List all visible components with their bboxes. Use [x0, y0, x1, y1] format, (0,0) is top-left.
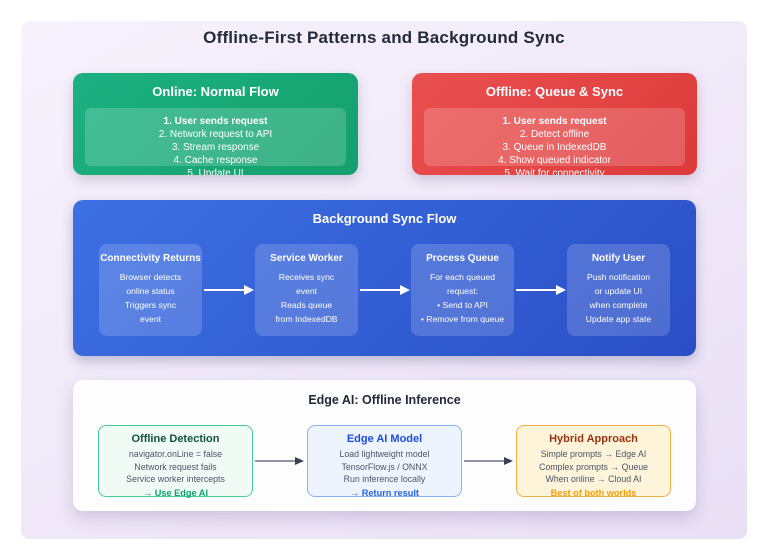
online-step: 3. Stream response	[171, 142, 260, 153]
offline-step: 3. Queue in IndexedDB	[502, 142, 607, 153]
stage-line: Reads queue	[280, 300, 333, 310]
edge-line: Complex prompts → Queue	[538, 461, 649, 472]
right-arrow-icon	[515, 285, 566, 295]
offline-queue-sync-card: Offline: Queue & Sync 1. User sends requ…	[412, 73, 697, 175]
edge-ai-card: Edge AI: Offline Inference Offline Detec…	[73, 380, 696, 511]
sync-flow-title: Background Sync Flow	[312, 211, 457, 226]
edge-ai-title: Edge AI: Offline Inference	[308, 393, 461, 407]
stage-line: or update UI	[594, 286, 643, 296]
edge-box-title: Offline Detection	[131, 433, 220, 445]
stage-title: Notify User	[591, 253, 646, 264]
online-step: 4. Cache response	[173, 155, 258, 166]
edge-line: Simple prompts → Edge AI	[540, 449, 647, 459]
stage-line: • Remove from queue	[420, 314, 505, 324]
stage-service-worker: Service Worker Receives sync event Reads…	[255, 244, 358, 336]
edge-line: Service worker intercepts	[126, 474, 225, 484]
stage-title: Service Worker	[270, 253, 343, 264]
edge-box-title: Hybrid Approach	[549, 433, 638, 445]
offline-step: 4. Show queued indicator	[498, 155, 611, 166]
stage-line: when complete	[589, 300, 648, 310]
edge-highlight: → Return result	[350, 487, 419, 498]
online-step: 1. User sends request	[163, 116, 268, 127]
background-sync-flow-card: Background Sync Flow Connectivity Return…	[73, 200, 696, 356]
stage-process-queue: Process Queue For each queued request: •…	[411, 244, 514, 336]
stage-title: Connectivity Returns	[100, 253, 201, 264]
edge-arrow-slot	[462, 456, 516, 466]
stage-line: Triggers sync	[124, 300, 177, 310]
right-arrow-icon	[464, 457, 513, 465]
edge-box-offline-detection: Offline Detection navigator.onLine = fal…	[98, 425, 253, 498]
stage-line: request:	[446, 286, 479, 296]
edge-line: Network request fails	[134, 461, 217, 472]
stage-notify-user: Notify User Push notification or update …	[567, 244, 670, 336]
edge-line: Load lightweight model	[339, 449, 430, 459]
edge-box-title: Edge AI Model	[346, 433, 423, 445]
offline-step: 5. Wait for connectivity	[504, 168, 605, 175]
flow-arrow-slot	[514, 284, 567, 296]
offline-step: 1. User sends request	[502, 116, 607, 127]
edge-line: When online → Cloud AI	[545, 474, 642, 484]
online-step: 5. Update UI	[187, 168, 244, 175]
stage-line: event	[295, 286, 318, 296]
offline-step: 2. Detect offline	[519, 129, 590, 140]
edge-line: Run inference locally	[343, 474, 426, 484]
right-arrow-icon	[359, 285, 410, 295]
right-arrow-icon	[255, 457, 304, 465]
flow-arrow-slot	[202, 284, 255, 296]
stage-title: Process Queue	[426, 253, 499, 264]
stage-connectivity-returns: Connectivity Returns Browser detects onl…	[99, 244, 202, 336]
stage-line: event	[139, 314, 162, 324]
online-step: 2. Network request to API	[158, 129, 273, 140]
flow-arrow-slot	[358, 284, 411, 296]
page-title: Offline-First Patterns and Background Sy…	[203, 28, 565, 47]
page-background: Offline-First Patterns and Background Sy…	[21, 21, 747, 539]
stage-line: Update app state	[585, 314, 652, 324]
edge-arrow-slot	[253, 456, 307, 466]
stage-line: • Send to API	[437, 300, 488, 310]
stage-line: online status	[126, 286, 175, 296]
stage-line: Push notification	[586, 272, 651, 282]
stage-line: Browser detects	[119, 272, 182, 282]
offline-flow-title: Offline: Queue & Sync	[485, 84, 624, 99]
online-normal-flow-card: Online: Normal Flow 1. User sends reques…	[73, 73, 358, 175]
right-arrow-icon	[203, 285, 254, 295]
edge-highlight: → Use Edge AI	[142, 487, 208, 498]
edge-box-hybrid-approach: Hybrid Approach Simple prompts → Edge AI…	[516, 425, 671, 498]
online-steps-panel: 1. User sends request 2. Network request…	[85, 108, 346, 175]
edge-line: navigator.onLine = false	[128, 449, 223, 459]
edge-line: TensorFlow.js / ONNX	[341, 461, 428, 472]
online-flow-title: Online: Normal Flow	[152, 84, 279, 99]
edge-ai-row: Offline Detection navigator.onLine = fal…	[98, 425, 671, 498]
edge-highlight: Best of both worlds	[550, 487, 637, 498]
offline-steps-panel: 1. User sends request 2. Detect offline …	[424, 108, 685, 175]
stage-line: from IndexedDB	[275, 314, 338, 324]
stage-line: For each queued	[430, 272, 495, 282]
stage-line: Receives sync	[278, 272, 335, 282]
sync-stage-row: Connectivity Returns Browser detects onl…	[99, 244, 670, 336]
edge-box-edge-ai-model: Edge AI Model Load lightweight model Ten…	[307, 425, 462, 498]
